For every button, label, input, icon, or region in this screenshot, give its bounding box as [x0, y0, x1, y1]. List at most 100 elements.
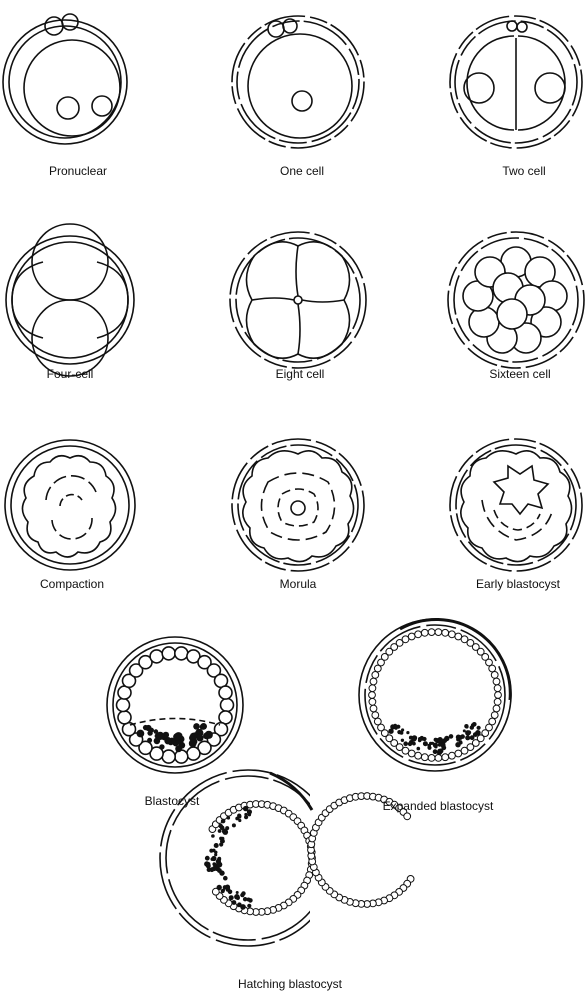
- icm-cell: [441, 743, 446, 748]
- inner-boundary: [494, 510, 540, 530]
- icm-cell: [218, 829, 222, 833]
- icm-cell: [403, 741, 408, 746]
- cleavage-line: [298, 304, 300, 354]
- icm-cell: [232, 900, 237, 905]
- trophectoderm-cell: [187, 747, 200, 760]
- trophectoderm-cell: [442, 754, 449, 761]
- nucleus: [292, 91, 312, 111]
- stage-blastocyst: [107, 637, 243, 773]
- icm-cell: [401, 739, 404, 742]
- embryo-outline: [461, 451, 572, 562]
- trophectoderm-cell: [493, 678, 500, 685]
- inner-boundary: [261, 473, 334, 540]
- icm-cell: [467, 730, 471, 734]
- icm-cell: [204, 734, 209, 739]
- icm-cell: [236, 896, 240, 900]
- icm-cell: [217, 868, 222, 873]
- trophectoderm-cell: [428, 755, 435, 762]
- blastomere: [497, 299, 527, 329]
- icm-cell: [173, 733, 181, 741]
- icm-cell: [217, 857, 221, 861]
- stage-one-cell: [232, 16, 364, 148]
- trophectoderm-cell: [150, 650, 163, 663]
- icm-cell: [236, 891, 239, 894]
- inner-boundary: [52, 518, 92, 539]
- icm-cell: [232, 823, 236, 827]
- cleavage-line: [252, 298, 294, 300]
- trophectoderm-cell: [435, 629, 442, 636]
- icm-cell: [422, 737, 426, 741]
- zona-inner: [9, 26, 121, 138]
- polar-body: [517, 22, 527, 32]
- trophectoderm-cell: [162, 647, 175, 660]
- trophectoderm-cell: [493, 705, 500, 712]
- trophectoderm-cell: [404, 813, 411, 820]
- stage-early-blastocyst: [450, 439, 582, 571]
- center-junction: [294, 296, 302, 304]
- compacted-mass: [22, 456, 115, 557]
- icm-cell: [221, 889, 225, 893]
- trophectoderm-cell: [421, 754, 428, 761]
- label-eight-cell: Eight cell: [276, 367, 325, 381]
- trophectoderm-cell: [435, 755, 442, 762]
- polar-body: [268, 21, 284, 37]
- icm-cell: [411, 736, 417, 742]
- trophectoderm-cell: [415, 631, 422, 638]
- zona-pellucida: [450, 439, 582, 571]
- icm-cell: [391, 725, 394, 728]
- icm-cell: [205, 856, 210, 861]
- icm-cell: [477, 726, 481, 730]
- trophectoderm-cell: [442, 629, 449, 636]
- icm-cell: [455, 742, 460, 747]
- stage-pronuclear: [3, 14, 127, 144]
- icm-cell: [193, 723, 200, 730]
- blastomere: [97, 262, 128, 338]
- inner-boundary: [278, 489, 318, 526]
- icm-cell: [217, 885, 222, 890]
- trophectoderm-cell: [428, 629, 435, 636]
- icm-cell: [217, 862, 223, 868]
- trophectoderm-cell: [408, 633, 415, 640]
- icm-cell: [147, 738, 152, 743]
- trophectoderm-cell: [369, 685, 376, 692]
- trophectoderm-cell: [162, 750, 175, 763]
- icm-cell: [227, 816, 230, 819]
- label-pronuclear: Pronuclear: [49, 164, 107, 178]
- inner-cell-mass: [204, 806, 253, 910]
- icm-cell: [456, 735, 461, 740]
- label-one-cell: One cell: [280, 164, 324, 178]
- icm-cell: [190, 733, 197, 740]
- blastocoel: [494, 466, 548, 514]
- nucleus: [535, 73, 565, 103]
- icm-cell: [431, 742, 434, 745]
- label-morula: Morula: [280, 577, 317, 591]
- icm-cell: [214, 843, 219, 848]
- icm-cell: [427, 746, 431, 750]
- blastomere: [469, 307, 499, 337]
- icm-cell: [149, 728, 154, 733]
- trophectoderm-cell: [372, 712, 379, 719]
- zona-inner: [11, 446, 129, 564]
- icm-cell: [219, 842, 223, 846]
- inner-boundary: [46, 476, 96, 500]
- trophectoderm-cell: [374, 718, 381, 725]
- oocyte: [24, 40, 120, 136]
- icm-cell: [417, 747, 421, 751]
- icm-cell: [465, 725, 469, 729]
- trophectoderm-cell: [175, 750, 188, 763]
- blastomere: [12, 262, 43, 338]
- icm-cell: [412, 742, 416, 746]
- icm-cell: [196, 734, 203, 741]
- icm-cell: [449, 734, 454, 739]
- trophectoderm-cell: [449, 752, 456, 759]
- trophectoderm-cell: [489, 665, 496, 672]
- stage-eight-cell: [230, 232, 366, 368]
- cleavage-line: [296, 246, 298, 296]
- icm-cell: [200, 723, 207, 730]
- icm-cell: [212, 866, 217, 871]
- trophectoderm-cell: [370, 678, 377, 685]
- label-sixteen-cell: Sixteen cell: [489, 367, 550, 381]
- icm-cell: [470, 725, 474, 729]
- icm-cell: [244, 813, 247, 816]
